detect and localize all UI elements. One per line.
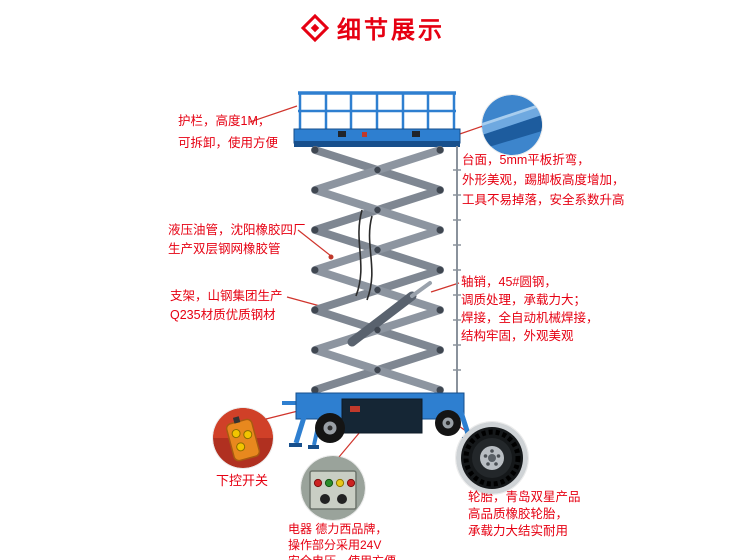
scissor-mechanism [311,146,461,394]
hydraulic-leader-line [297,229,332,257]
annotation-line: 工具不易掉落，安全系数升高 [462,193,625,207]
annotation-line: 护栏，高度1M， [178,114,271,128]
pivot-pins [311,146,444,394]
base-chassis [282,392,475,449]
annotation-line: 安全电压，使用方便 [288,553,396,560]
annotation-line: 焊接，全自动机械焊接， [461,311,599,325]
axle-leader-line [430,282,460,293]
annotation-platform: 台面，5mm平板折弯， 外形美观，踢脚板高度增加， 工具不易掉落，安全系数升高 [462,150,625,210]
frame-leader-line [286,296,321,307]
annotation-line: 台面，5mm平板折弯， [462,153,590,167]
annotation-electric: 电器 德力西品牌， 操作部分采用24V 安全电压，使用方便 [288,521,396,560]
annotation-line: 外形美观，踢脚板高度增加， [462,173,625,187]
annotation-line: 电器 德力西品牌， [288,522,388,536]
annotation-axle-pin: 轴销，45#圆钢， 调质处理，承载力大； 焊接，全自动机械焊接， 结构牢固，外观… [461,273,599,345]
side-ladder [453,146,461,393]
annotation-line: 高品质橡胶轮胎， [468,507,569,521]
annotation-line: 液压油管，沈阳橡胶四厂 [168,223,306,237]
annotation-line: 轴销，45#圆钢， [461,275,557,289]
annotation-lower-control-switch: 下控开关 [216,471,268,490]
diamond-icon [300,13,330,42]
guardrail [298,91,456,129]
annotation-hydraulic-hose: 液压油管，沈阳橡胶四厂 生产双层钢网橡胶管 [168,221,306,259]
annotation-line: Q235材质优质钢材 [170,308,276,322]
annotation-line: 下控开关 [216,473,269,488]
platform-deck [293,128,461,147]
annotation-line: 操作部分采用24V [288,538,382,552]
annotation-line: 承载力大结实耐用 [468,524,569,538]
annotation-line: 调质处理，承载力大； [461,293,587,307]
annotation-line: 支架，山钢集团生产 [170,289,283,303]
power-unit-box [341,398,423,434]
guardrail-leader-line [249,105,298,123]
annotation-support-frame: 支架，山钢集团生产 Q235材质优质钢材 [170,287,283,325]
tire-photo [456,422,528,494]
hydraulic-hoses [355,209,363,297]
annotation-tire: 轮胎，青岛双星产品 高品质橡胶轮胎， 承载力大结实耐用 [468,489,581,540]
page-title: 细节展示 [0,10,750,45]
page-title-text: 细节展示 [337,17,445,44]
platform-detail-photo [482,95,542,155]
annotation-line: 生产双层钢网橡胶管 [168,242,281,256]
annotation-line: 可拆卸，使用方便 [178,136,279,150]
remote-control-photo [213,408,273,468]
electric-panel-photo [301,456,365,520]
wheels [315,410,461,443]
annotation-line: 结构牢固，外观美观 [461,329,574,343]
electric-leader-line [338,431,361,458]
annotation-guardrail: 护栏，高度1M， 可拆卸，使用方便 [178,110,278,154]
hydraulic-cylinder [347,291,417,347]
